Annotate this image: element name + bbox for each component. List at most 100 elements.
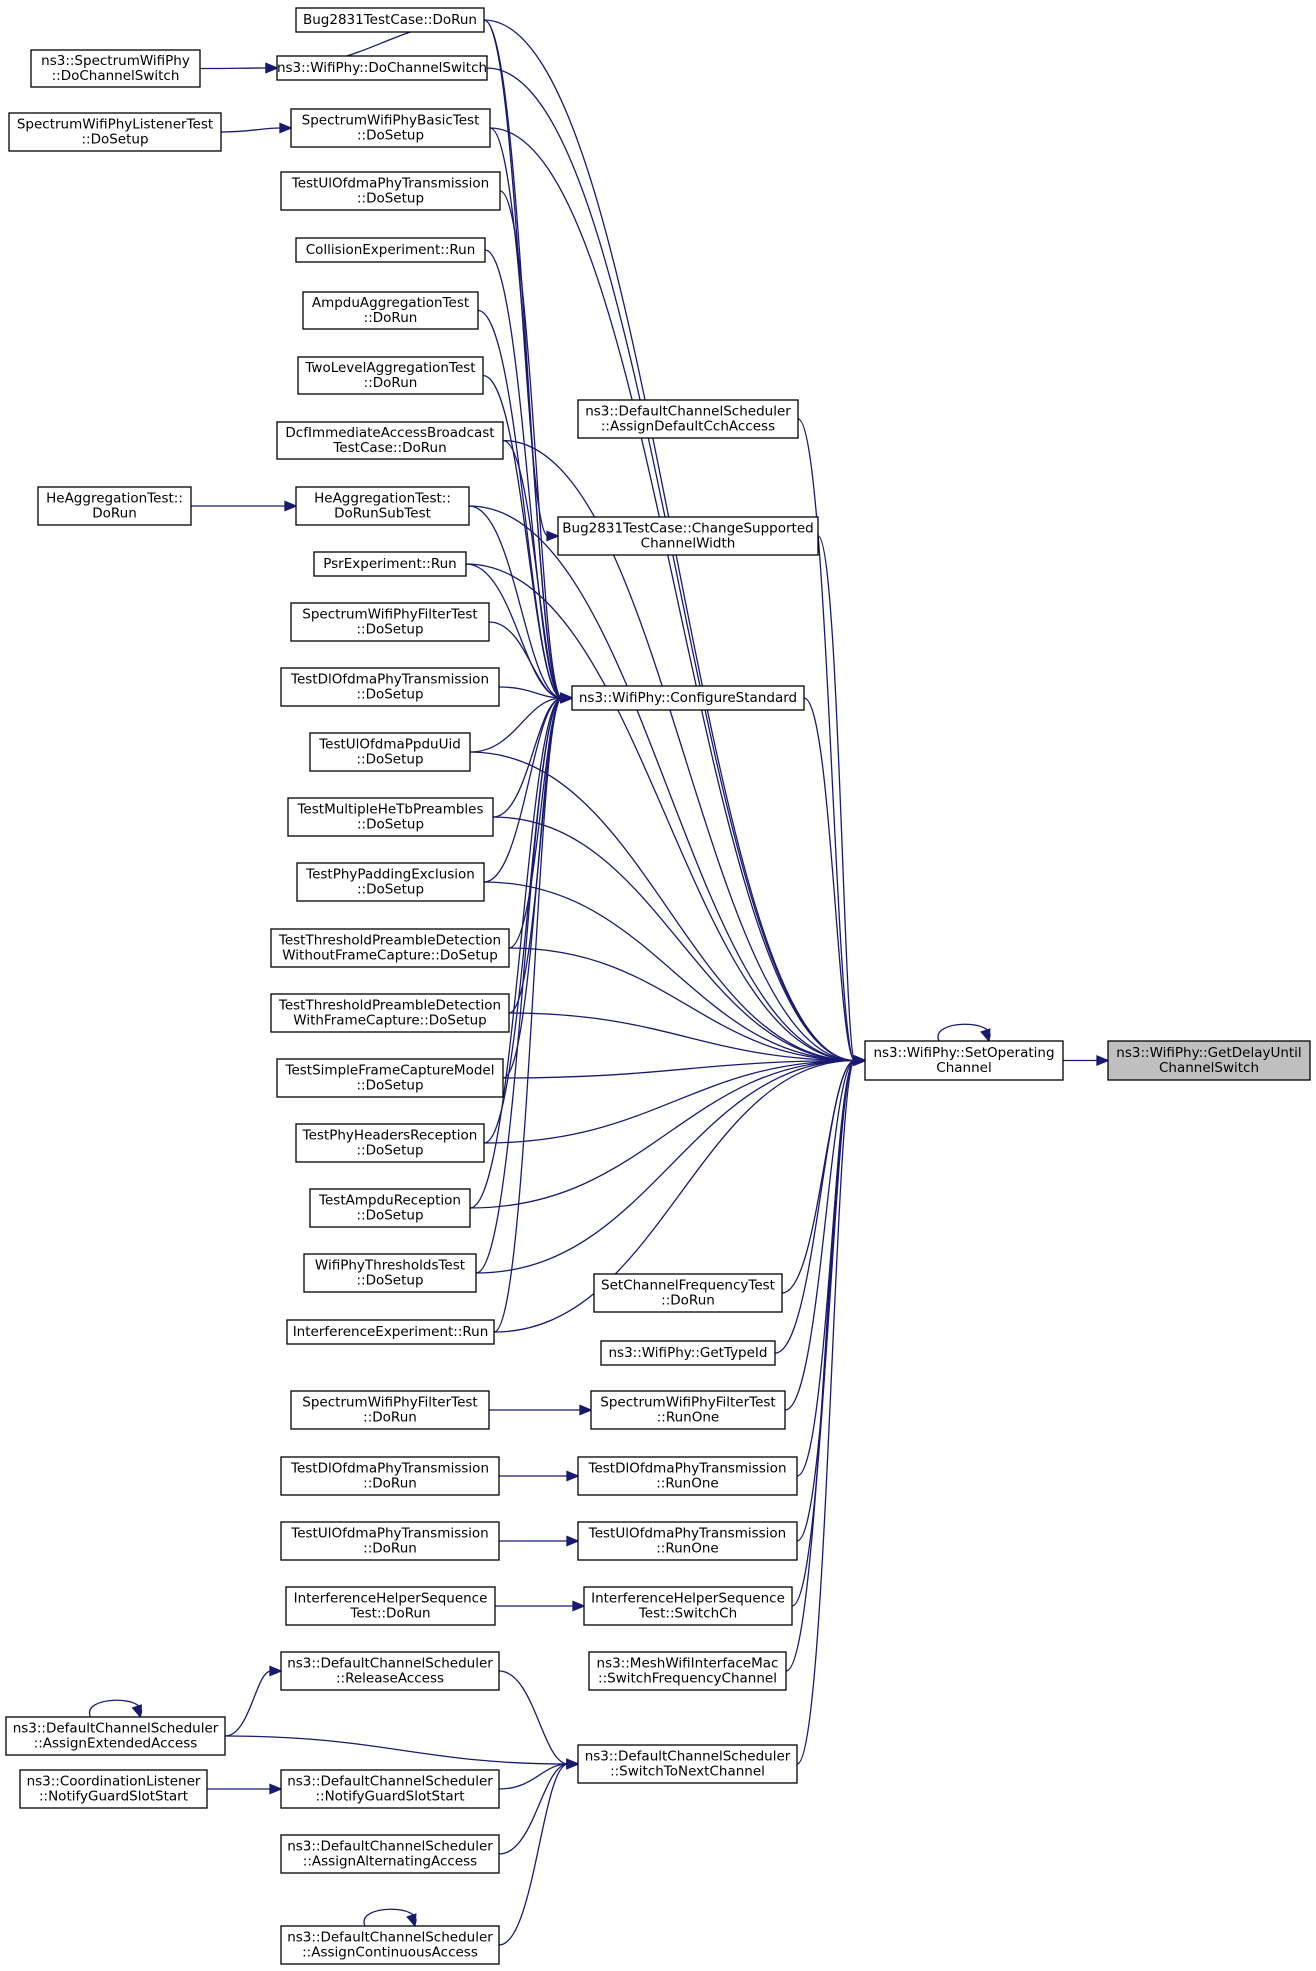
node-collision[interactable]: CollisionExperiment::Run	[295, 237, 486, 263]
node-box[interactable]	[19, 1769, 208, 1809]
node-tthreshwith[interactable]: TestThresholdPreambleDetectionWithFrameC…	[270, 993, 510, 1033]
node-tampdurx[interactable]: TestAmpduReception::DoSetup	[309, 1188, 471, 1228]
node-specfilterrun[interactable]: SpectrumWifiPhyFilterTest::DoRun	[290, 1390, 490, 1430]
node-specfiltersetup[interactable]: SpectrumWifiPhyFilterTest::DoSetup	[290, 602, 490, 642]
node-gettypeid[interactable]: ns3::WifiPhy::GetTypeId	[600, 1340, 776, 1366]
node-box[interactable]	[280, 1521, 500, 1561]
node-box[interactable]	[600, 1340, 776, 1366]
node-box[interactable]	[295, 486, 470, 526]
node-tulofdmrun[interactable]: TestUlOfdmaPhyTransmission::DoRun	[280, 1521, 500, 1561]
node-bugrun[interactable]: Bug2831TestCase::DoRun	[295, 7, 485, 33]
node-dcsrelease[interactable]: ns3::DefaultChannelScheduler::ReleaseAcc…	[280, 1651, 500, 1691]
edge-tpadding-to-setop	[483, 881, 867, 1066]
node-cfgstd[interactable]: ns3::WifiPhy::ConfigureStandard	[571, 685, 805, 711]
node-coordguard[interactable]: ns3::CoordinationListener::NotifyGuardSl…	[19, 1769, 208, 1809]
node-box[interactable]	[285, 1586, 496, 1626]
node-box[interactable]	[276, 1058, 504, 1098]
edge-line	[796, 1059, 856, 1765]
node-box[interactable]	[1107, 1040, 1311, 1081]
node-tulofdmtx[interactable]: TestUlOfdmaPhyTransmission::DoSetup	[280, 171, 501, 211]
node-tulofdmrunone[interactable]: TestUlOfdmaPhyTransmission::RunOne	[577, 1521, 798, 1561]
node-tsimplecap[interactable]: TestSimpleFrameCaptureModel::DoSetup	[276, 1058, 504, 1098]
node-box[interactable]	[280, 667, 500, 707]
node-box[interactable]	[290, 1390, 490, 1430]
node-box[interactable]	[276, 55, 488, 81]
node-box[interactable]	[309, 1188, 471, 1228]
node-box[interactable]	[313, 551, 467, 577]
node-dcsguard[interactable]: ns3::DefaultChannelScheduler::NotifyGuar…	[280, 1769, 500, 1809]
node-dochsw[interactable]: ns3::WifiPhy::DoChannelSwitch	[276, 55, 488, 81]
node-box[interactable]	[8, 112, 222, 152]
node-box[interactable]	[297, 356, 484, 395]
node-heaggsub[interactable]: HeAggregationTest::DoRunSubTest	[295, 486, 470, 526]
node-box[interactable]	[295, 7, 485, 33]
node-box[interactable]	[280, 1651, 500, 1691]
node-dcfimm[interactable]: DcfImmediateAccessBroadcastTestCase::DoR…	[276, 421, 504, 460]
node-box[interactable]	[287, 797, 494, 837]
node-box[interactable]	[309, 732, 471, 772]
node-box[interactable]	[577, 1456, 798, 1496]
node-box[interactable]	[280, 1769, 500, 1809]
node-bugchange[interactable]: Bug2831TestCase::ChangeSupportedChannelW…	[557, 516, 819, 556]
node-interfexp[interactable]: InterferenceExperiment::Run	[286, 1319, 495, 1345]
node-box[interactable]	[295, 1123, 485, 1163]
node-box[interactable]	[577, 1744, 798, 1784]
node-specfilterrunone[interactable]: SpectrumWifiPhyFilterTest::RunOne	[590, 1390, 786, 1430]
node-box[interactable]	[290, 602, 490, 642]
node-box[interactable]	[270, 993, 510, 1033]
node-box[interactable]	[280, 1456, 500, 1496]
node-box[interactable]	[590, 1390, 786, 1430]
node-tphyhdr[interactable]: TestPhyHeadersReception::DoSetup	[295, 1123, 485, 1163]
node-tdlofdmrun[interactable]: TestDlOfdmaPhyTransmission::DoRun	[280, 1456, 500, 1496]
node-box[interactable]	[571, 685, 805, 711]
node-tdlofdmsetup[interactable]: TestDlOfdmaPhyTransmission::DoSetup	[280, 667, 500, 707]
node-tthreshwithout[interactable]: TestThresholdPreambleDetectionWithoutFra…	[270, 928, 510, 968]
node-specbasic[interactable]: SpectrumWifiPhyBasicTest::DoSetup	[290, 108, 491, 148]
node-box[interactable]	[557, 516, 819, 556]
node-dcsalt[interactable]: ns3::DefaultChannelScheduler::AssignAlte…	[280, 1834, 500, 1874]
node-heaggrun[interactable]: HeAggregationTest::DoRun	[37, 486, 192, 526]
node-dcsassignext[interactable]: ns3::DefaultChannelScheduler::AssignExte…	[5, 1716, 226, 1756]
node-box[interactable]	[30, 49, 201, 88]
node-box[interactable]	[577, 399, 799, 439]
node-tmultihe[interactable]: TestMultipleHeTbPreambles::DoSetup	[287, 797, 494, 837]
node-box[interactable]	[280, 171, 501, 211]
node-meshswitch[interactable]: ns3::MeshWifiInterfaceMac::SwitchFrequen…	[588, 1651, 787, 1691]
node-box[interactable]	[280, 1834, 500, 1874]
node-tulppdu[interactable]: TestUlOfdmaPpduUid::DoSetup	[309, 732, 471, 772]
node-twolevel[interactable]: TwoLevelAggregationTest::DoRun	[297, 356, 484, 395]
node-specdochsw[interactable]: ns3::SpectrumWifiPhy::DoChannelSwitch	[30, 49, 201, 88]
node-tpadding[interactable]: TestPhyPaddingExclusion::DoSetup	[296, 862, 485, 902]
node-box[interactable]	[5, 1716, 226, 1756]
node-label-line: ::ReleaseAccess	[336, 1671, 444, 1687]
node-box[interactable]	[593, 1273, 783, 1313]
node-tdlofdmrunone[interactable]: TestDlOfdmaPhyTransmission::RunOne	[577, 1456, 798, 1496]
node-box[interactable]	[577, 1521, 798, 1561]
node-dcsswitchnext[interactable]: ns3::DefaultChannelScheduler::SwitchToNe…	[577, 1744, 798, 1784]
node-setfreq[interactable]: SetChannelFrequencyTest::DoRun	[593, 1273, 783, 1313]
node-box[interactable]	[583, 1586, 793, 1626]
node-ampduagg[interactable]: AmpduAggregationTest::DoRun	[302, 291, 479, 330]
node-box[interactable]	[286, 1319, 495, 1345]
node-box[interactable]	[295, 237, 486, 263]
node-label-line: ::DoSetup	[356, 1143, 423, 1159]
node-dcscont[interactable]: ns3::DefaultChannelScheduler::AssignCont…	[280, 1925, 500, 1965]
node-box[interactable]	[302, 291, 479, 330]
node-box[interactable]	[270, 928, 510, 968]
node-box[interactable]	[588, 1651, 787, 1691]
node-box[interactable]	[303, 1253, 477, 1293]
node-box[interactable]	[864, 1040, 1064, 1081]
node-twifithresh[interactable]: WifiPhyThresholdsTest::DoSetup	[303, 1253, 477, 1293]
node-box[interactable]	[290, 108, 491, 148]
node-box[interactable]	[296, 862, 485, 902]
node-box[interactable]	[280, 1925, 500, 1965]
node-box[interactable]	[276, 421, 504, 460]
node-psr[interactable]: PsrExperiment::Run	[313, 551, 467, 577]
node-box[interactable]	[37, 486, 192, 526]
node-dcsassigncch[interactable]: ns3::DefaultChannelScheduler::AssignDefa…	[577, 399, 799, 439]
node-speclistener[interactable]: SpectrumWifiPhyListenerTest::DoSetup	[8, 112, 222, 152]
